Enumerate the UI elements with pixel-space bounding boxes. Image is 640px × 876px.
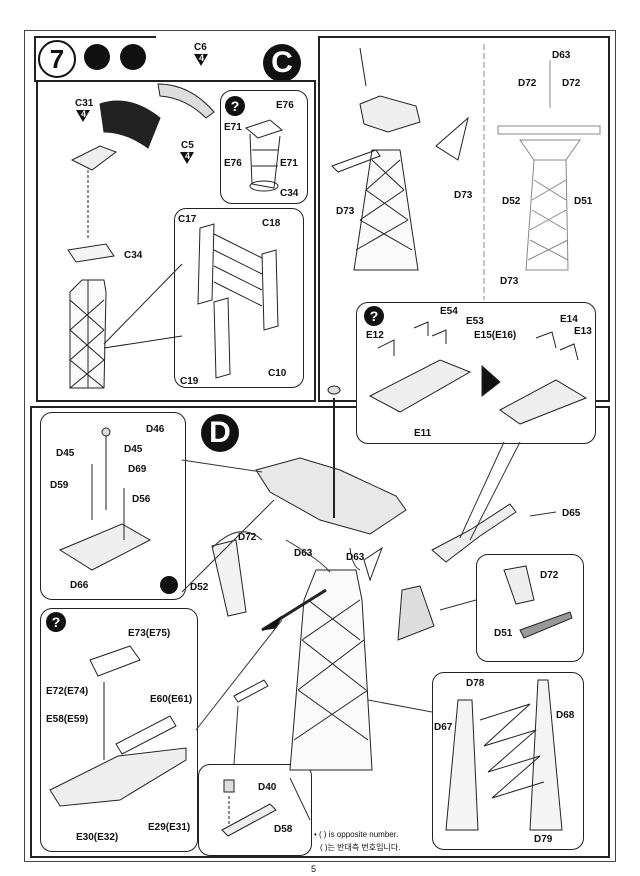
part-label-e60: E60(E61)	[150, 694, 193, 705]
part-label-d63-left: D63	[294, 548, 313, 559]
paint-ref-c5-number: 4	[185, 151, 191, 161]
part-label-d78: D78	[466, 678, 485, 689]
help-icon-e11: ?	[364, 306, 384, 326]
frame-section-c	[36, 80, 316, 402]
step-number-circle: 7	[38, 40, 76, 78]
part-label-e73: E73(E75)	[128, 628, 171, 639]
ladder-frames-drawing	[445, 679, 563, 831]
part-label-d69: D69	[128, 464, 147, 475]
part-label-d72-inset: D72	[540, 570, 559, 581]
part-label-d51-top: D51	[574, 196, 593, 207]
part-label-d59: D59	[50, 480, 69, 491]
inset-d72-detail	[476, 554, 584, 662]
part-label-e72: E72(E74)	[46, 686, 89, 697]
callout-lines	[181, 441, 557, 821]
part-label-e29: E29(E31)	[148, 822, 191, 833]
inset-e30-detail	[40, 608, 198, 852]
section-d-badge: D	[201, 414, 239, 452]
part-label-d79: D79	[534, 834, 553, 845]
part-label-d52-top: D52	[502, 196, 521, 207]
paint-ref-c31-triangle	[76, 110, 90, 122]
frame-section-d	[30, 406, 610, 858]
inset-d66-detail	[40, 412, 186, 600]
part-label-d51-inset: D51	[494, 628, 513, 639]
paint-ref-c5-triangle	[180, 152, 194, 164]
part-label-e71-left: E71	[224, 122, 242, 133]
part-label-d45-left: D45	[56, 448, 75, 459]
part-label-c10: C10	[268, 368, 287, 379]
part-label-e11: E11	[414, 428, 432, 439]
radar-dish-drawing	[70, 83, 215, 238]
part-label-d73-mid: D73	[454, 190, 473, 201]
inset-e11-detail	[356, 302, 596, 444]
part-label-d73-left: D73	[336, 206, 355, 217]
part-label-c17: C17	[178, 214, 197, 225]
note-opposite-en: • ( ) is opposite number.	[314, 830, 399, 839]
step-badge: 7	[34, 36, 156, 82]
mast-elevation-drawing	[483, 44, 601, 300]
paint-icon	[120, 44, 146, 70]
inset-c17-detail	[174, 208, 304, 388]
e71-cage-drawing	[244, 119, 284, 192]
part-label-d40: D40	[258, 782, 277, 793]
d40-part-drawing	[221, 779, 277, 837]
part-label-d73-bottom: D73	[500, 276, 519, 287]
part-label-d58: D58	[274, 824, 293, 835]
part-label-e30: E30(E32)	[76, 832, 119, 843]
part-label-e54: E54	[440, 306, 458, 317]
note-opposite-kr: ( )는 반대측 번호입니다.	[320, 843, 401, 852]
e30-platform-drawing	[49, 645, 187, 807]
part-label-d45-right: D45	[124, 444, 143, 455]
paint-ref-c5-label: C5	[181, 140, 194, 151]
part-label-d72-left-top: D72	[518, 78, 537, 89]
paint-icon-d66	[160, 576, 178, 594]
part-label-e15: E15(E16)	[474, 330, 517, 341]
part-label-c34: C34	[124, 250, 143, 261]
part-label-c19: C19	[180, 376, 199, 387]
part-label-e14: E14	[560, 314, 578, 325]
part-label-c34-inset: C34	[280, 188, 299, 199]
part-label-d63-right: D63	[346, 552, 365, 563]
paint-ref-c6-triangle	[194, 54, 208, 66]
part-label-d72-right-top: D72	[562, 78, 581, 89]
inset-d40-detail	[198, 764, 312, 856]
part-label-e12: E12	[366, 330, 384, 341]
outer-frame-line	[24, 30, 616, 862]
part-label-e76-top: E76	[276, 100, 294, 111]
part-label-c18: C18	[262, 218, 281, 229]
section-c-badge: C	[263, 44, 301, 82]
help-icon-e30: ?	[46, 612, 66, 632]
part-label-d56: D56	[132, 494, 151, 505]
help-icon-e71: ?	[225, 96, 245, 116]
part-label-e53: E53	[466, 316, 484, 327]
note-opposite-en-text: ( ) is opposite number.	[319, 830, 399, 839]
paint-ref-c31-label: C31	[75, 98, 94, 109]
paint-ref-c6-number: 4	[199, 53, 205, 63]
part-label-d63-top: D63	[552, 50, 571, 61]
part-label-d46: D46	[146, 424, 165, 435]
part-label-d66: D66	[70, 580, 89, 591]
part-label-d67: D67	[434, 722, 453, 733]
e11-platform-drawing	[368, 321, 588, 425]
part-label-d72-main: D72	[238, 532, 257, 543]
part-label-e58: E58(E59)	[46, 714, 89, 725]
part-label-d52-main: D52	[190, 582, 209, 593]
part-label-e71-right: E71	[280, 158, 298, 169]
c17-ladders-drawing	[197, 223, 279, 379]
glue-icon	[84, 44, 110, 70]
part-label-d65: D65	[562, 508, 581, 519]
page-number: 5	[311, 864, 317, 874]
part-label-d68: D68	[556, 710, 575, 721]
d66-base-drawing	[58, 427, 152, 571]
paint-ref-c6-label: C6	[194, 42, 207, 53]
d72-part-drawing	[503, 565, 573, 639]
paint-ref-c31-number: 4	[81, 109, 87, 119]
part-label-e76-left: E76	[224, 158, 242, 169]
mast-top-isometric-drawing	[331, 47, 469, 271]
lattice-tower-c34-drawing	[67, 243, 115, 389]
part-label-e13: E13	[574, 326, 592, 337]
